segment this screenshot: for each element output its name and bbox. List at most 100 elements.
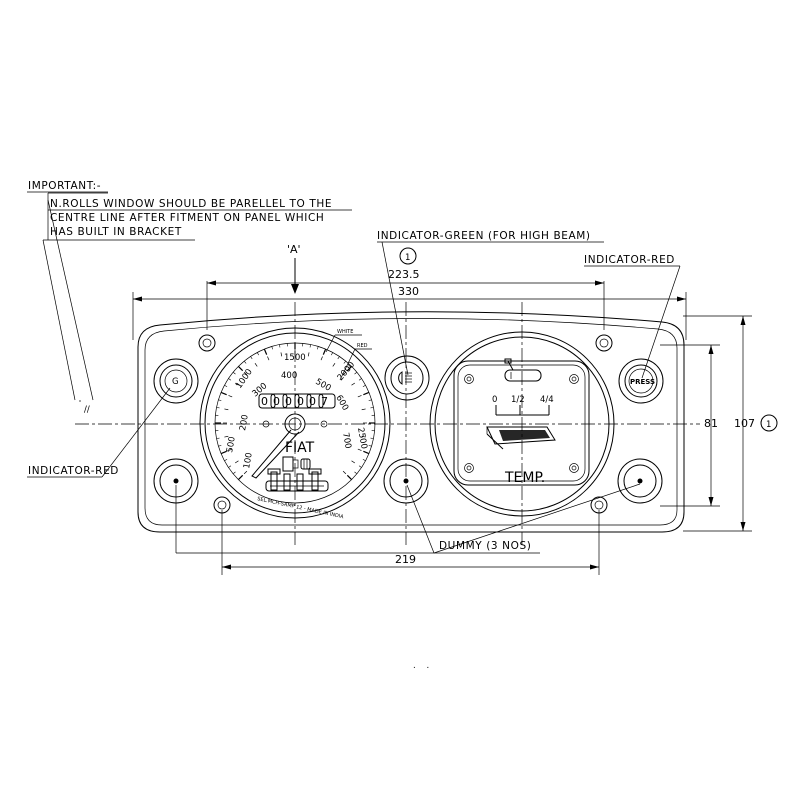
speedo-tick	[279, 344, 281, 348]
thermometer-icon	[504, 358, 542, 382]
speedo-inner-tick	[224, 408, 229, 411]
indicator-red-left-label: INDICATOR-RED	[28, 465, 119, 477]
inner-scale-label: 700	[340, 432, 353, 450]
lamp-g-label: G	[172, 377, 179, 387]
odo-digit: 0	[309, 395, 316, 408]
speedo-tick	[263, 348, 268, 355]
outer-scale-label: 1000	[234, 367, 255, 390]
indicator-red-right-label: INDICATOR-RED	[584, 254, 675, 266]
maker-text: SEL.MCH-SAMP 12 - MADE IN INDIA	[257, 496, 345, 520]
brand-label: FIAT	[285, 440, 315, 456]
dim-330: 330	[398, 285, 419, 298]
speedo-inner-tick	[357, 395, 362, 398]
dim-107: 107	[734, 417, 755, 430]
speedo-inner-tick	[234, 382, 239, 386]
fuel-icon	[282, 456, 311, 472]
speedo-inner-tick	[254, 362, 258, 367]
speedo-tick	[228, 378, 232, 381]
needle-hub	[284, 413, 306, 435]
speedo-tick	[354, 471, 358, 474]
speedo-inner-tick	[307, 352, 310, 357]
speedo-inner-tick	[243, 371, 248, 376]
speedo-tick	[271, 346, 273, 350]
inner-scale-label: 500	[314, 377, 333, 394]
speedo-tick	[317, 346, 319, 350]
odo-digit: 0	[273, 395, 280, 408]
stray-dots: . .	[413, 661, 429, 671]
speedo-tick	[238, 366, 244, 372]
speedo-tick	[232, 372, 236, 375]
dim-219: 219	[395, 553, 416, 566]
speedo-inner-tick	[351, 382, 356, 386]
speedo-inner-tick	[357, 448, 362, 451]
speedo-tick	[224, 459, 228, 461]
important-line-3: HAS BUILT IN BRACKET	[50, 226, 182, 238]
panel	[75, 302, 700, 545]
callouts: INDICATOR-GREEN (FOR HIGH BEAM) 1 INDICA…	[27, 230, 681, 554]
dim-81: 81	[704, 417, 718, 430]
speedo-tick	[346, 366, 352, 372]
speedo-tick	[368, 399, 372, 401]
inner-scale-label: 100	[242, 452, 255, 470]
temp-indicator-band	[486, 426, 556, 450]
speedo-tick	[362, 385, 366, 387]
indicator-lamps: G PRESS	[153, 355, 664, 504]
outer-scale-label: 500	[225, 436, 238, 454]
lamp-high-beam	[384, 355, 430, 401]
outer-scale-label: 2500	[355, 427, 369, 450]
speedo-tick	[343, 360, 346, 364]
temp-label: TEMP.	[504, 470, 545, 486]
speedo-tick	[322, 348, 327, 355]
speedo-inner-tick	[234, 460, 239, 464]
speedo-tick	[218, 399, 222, 401]
speedo-tick	[238, 474, 244, 480]
temp-window	[453, 360, 590, 486]
speedo-inner-tick	[243, 470, 248, 475]
speedo-inner-tick	[228, 395, 233, 398]
speedo-tick	[244, 360, 247, 364]
right-dimensions: 81 107 1	[660, 315, 778, 532]
outer-scale-label: 1500	[284, 353, 306, 363]
speedo-inner-tick	[332, 362, 336, 367]
view-a-label: 'A'	[287, 243, 301, 256]
speedo-inner-tick	[361, 408, 366, 411]
mount-hole	[595, 334, 613, 352]
mount-hole	[590, 496, 608, 514]
temp-mark-0: 0	[492, 395, 497, 405]
indicator-green-label: INDICATOR-GREEN (FOR HIGH BEAM)	[377, 230, 591, 242]
panel-inner	[144, 318, 678, 526]
speedo-inner-tick	[280, 352, 283, 357]
lamp-press: PRESS	[618, 358, 664, 404]
speedo-tick	[370, 437, 374, 439]
speedo-tick	[232, 471, 236, 474]
bottom-dimensions: 219 . .	[175, 485, 600, 671]
speedo-inner-tick	[267, 356, 270, 361]
speedo-tick	[368, 445, 372, 447]
temp-mark-half: 1/2	[511, 395, 525, 405]
speedo-tick	[216, 407, 220, 409]
inner-scale-label: 600	[333, 394, 350, 413]
speedo-tick	[358, 465, 362, 468]
speedo-ticks	[215, 343, 375, 480]
important-line-2: CENTRE LINE AFTER FITMENT ON PANEL WHICH	[50, 212, 324, 224]
speedo-tick	[354, 372, 358, 375]
mount-hole	[213, 496, 231, 514]
speedo-tick	[228, 465, 232, 468]
mount-hole	[198, 334, 216, 352]
speedo-tick	[257, 352, 259, 356]
mechanism-graphic	[265, 468, 329, 492]
inner-scale-label: 200	[238, 414, 251, 432]
speedo-tick	[220, 450, 227, 455]
speedo-inner-tick	[228, 448, 233, 451]
speedo-tick	[346, 474, 352, 480]
balloon-right	[760, 414, 778, 432]
speedo-tick	[358, 378, 362, 381]
lamp-press-label: PRESS	[630, 378, 655, 386]
speedo-tick	[363, 450, 370, 455]
speedo-inner-tick	[342, 371, 347, 376]
speedo-tick	[370, 407, 374, 409]
white-label: WHITE	[337, 329, 353, 335]
inner-scale-label: 400	[281, 371, 297, 381]
odo-digit: 0	[297, 395, 304, 408]
